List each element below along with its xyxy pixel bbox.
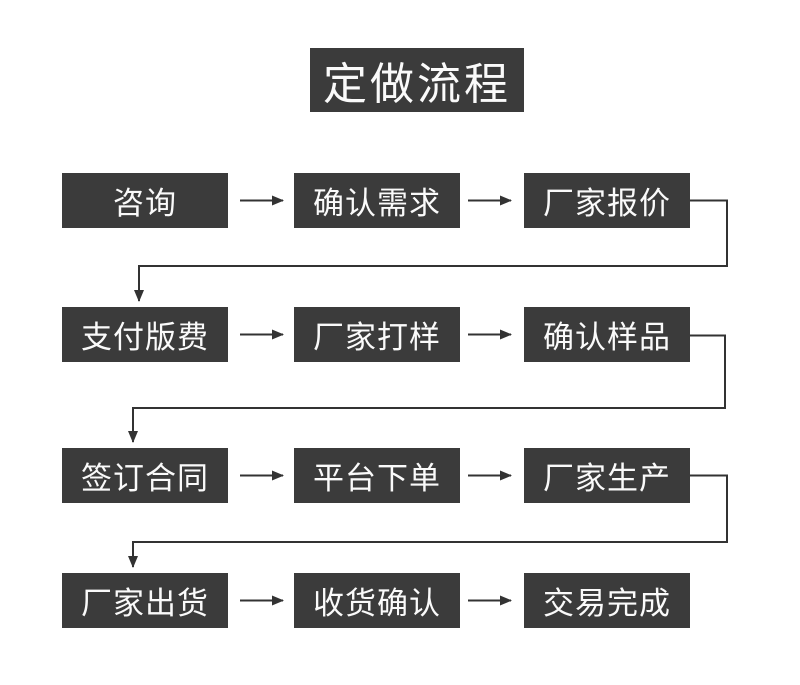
step-manufacturer-sampling: 厂家打样 [294, 307, 460, 362]
flowchart-title: 定做流程 [310, 48, 524, 112]
step-manufacturer-production: 厂家生产 [524, 448, 690, 503]
step-transaction-complete: 交易完成 [524, 573, 690, 628]
step-platform-order: 平台下单 [294, 448, 460, 503]
step-confirm-sample: 确认样品 [524, 307, 690, 362]
step-consult: 咨询 [62, 173, 228, 228]
step-manufacturer-quote: 厂家报价 [524, 173, 690, 228]
step-sign-contract: 签订合同 [62, 448, 228, 503]
step-pay-plate-fee: 支付版费 [62, 307, 228, 362]
step-receipt-confirmation: 收货确认 [294, 573, 460, 628]
step-manufacturer-shipping: 厂家出货 [62, 573, 228, 628]
step-confirm-requirements: 确认需求 [294, 173, 460, 228]
